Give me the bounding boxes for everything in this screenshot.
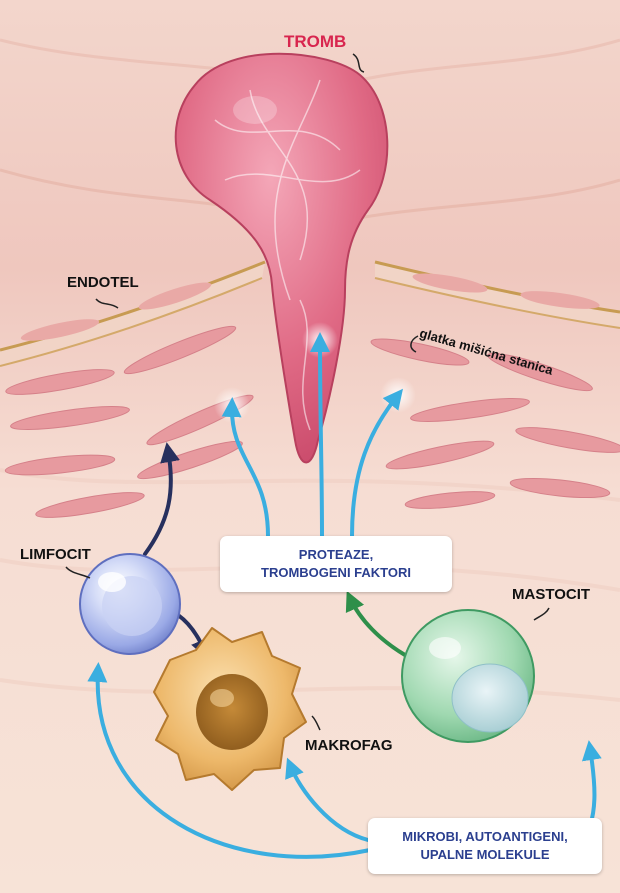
label-mastocit: MASTOCIT <box>512 586 590 603</box>
box-mikrobi-line-2: UPALNE MOLEKULE <box>420 846 549 864</box>
label-makrofag: MAKROFAG <box>305 737 393 754</box>
lymphocyte-cell <box>80 554 180 654</box>
label-endotel: ENDOTEL <box>67 274 139 291</box>
label-tromb: TROMB <box>284 32 346 52</box>
box-proteaze-line-2: TROMBOGENI FAKTORI <box>261 564 411 582</box>
arrow-proteaze-to-thrombus <box>320 340 322 536</box>
box-mikrobi-line-1: MIKROBI, AUTOANTIGENI, <box>402 828 567 846</box>
box-mikrobi-autoantigeni: MIKROBI, AUTOANTIGENI, UPALNE MOLEKULE <box>368 818 602 874</box>
box-proteaze-line-1: PROTEAZE, <box>299 546 373 564</box>
mast-cell <box>402 610 534 742</box>
box-proteaze-trombogeni-faktori: PROTEAZE, TROMBOGENI FAKTORI <box>220 536 452 592</box>
label-limfocit: LIMFOCIT <box>20 546 91 563</box>
